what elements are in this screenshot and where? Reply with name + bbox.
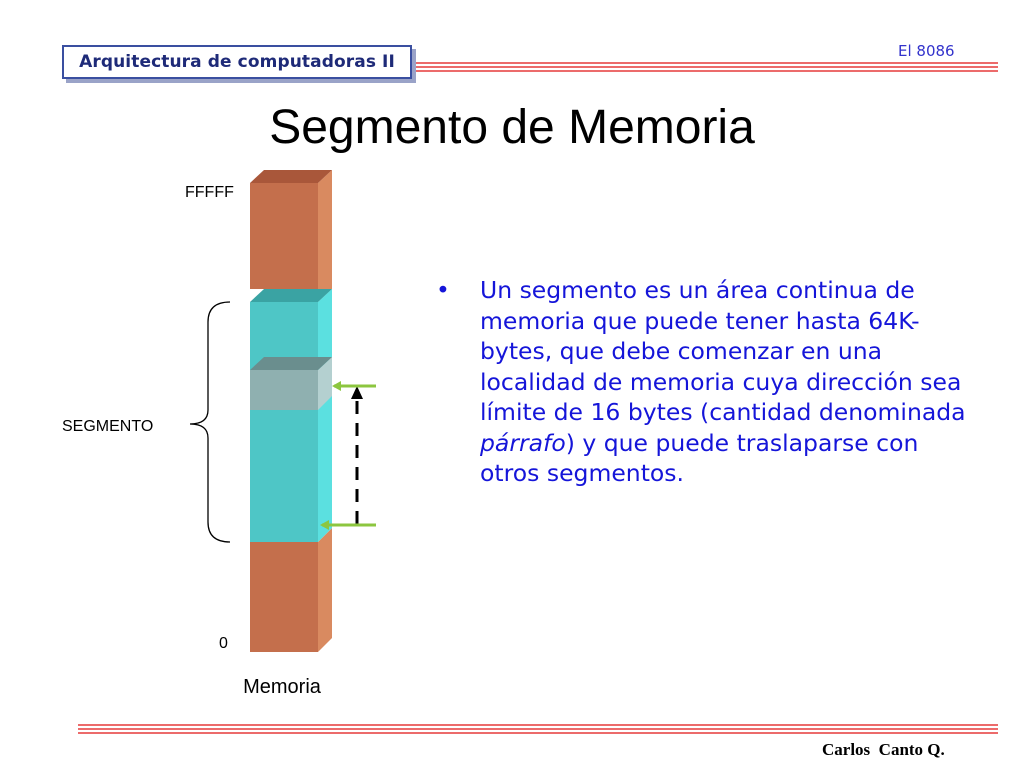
bottom-address-label: 0 [219, 635, 228, 652]
paragraph-block-front [250, 370, 318, 410]
bullet-paragraph: Un segmento es un área continua de memor… [480, 275, 966, 489]
course-title-box: Arquitectura de computadoras II [62, 45, 412, 79]
bullet-icon: • [436, 276, 450, 304]
slide-title: Segmento de Memoria [269, 101, 755, 154]
memory-lower-front [250, 542, 318, 652]
memory-upper-front [250, 183, 318, 289]
overlap-arrowhead-icon [351, 386, 363, 399]
paragraph-block-top [250, 357, 332, 370]
paragraph-block-side [318, 357, 332, 410]
memory-upper-side [318, 170, 332, 289]
footer-rule [78, 724, 998, 734]
bullet-text-end: ) y que puede traslaparse con otros segm… [480, 428, 919, 488]
bullet-text-start: Un segmento es un área continua de memor… [480, 276, 966, 426]
segment-block-top [250, 289, 332, 302]
memory-lower-side [318, 528, 332, 652]
top-address-label: FFFFF [185, 184, 234, 201]
lower-green-arrow-icon [320, 520, 376, 530]
upper-green-arrow-icon [332, 381, 376, 391]
bullet-italic-term: párrafo [480, 428, 566, 457]
author-credit: Carlos Canto Q. [822, 740, 945, 759]
definition-bullet: • Un segmento es un área continua de mem… [436, 275, 966, 489]
segment-label: SEGMENTO [62, 418, 153, 435]
segment-block-front [250, 302, 318, 542]
segment-block-side [318, 289, 332, 542]
course-title: Arquitectura de computadoras II [79, 52, 395, 72]
header-rule [416, 62, 998, 72]
segment-brace-icon [189, 301, 231, 543]
section-tag: El 8086 [898, 42, 955, 60]
memory-caption: Memoria [243, 676, 322, 698]
memory-top-face [250, 170, 332, 183]
